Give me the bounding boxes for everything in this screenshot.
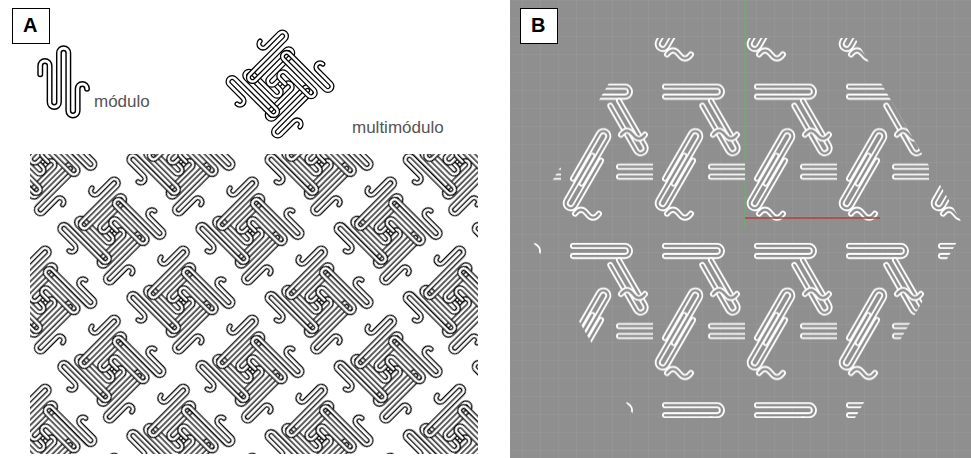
caption-label: módulo bbox=[92, 92, 152, 112]
panel-letter: B bbox=[531, 14, 547, 37]
panel-label-box: A bbox=[12, 8, 50, 44]
panel-label-box: B bbox=[520, 8, 558, 44]
panel-letter: A bbox=[23, 14, 39, 37]
caption-label: multimódulo bbox=[350, 118, 446, 138]
